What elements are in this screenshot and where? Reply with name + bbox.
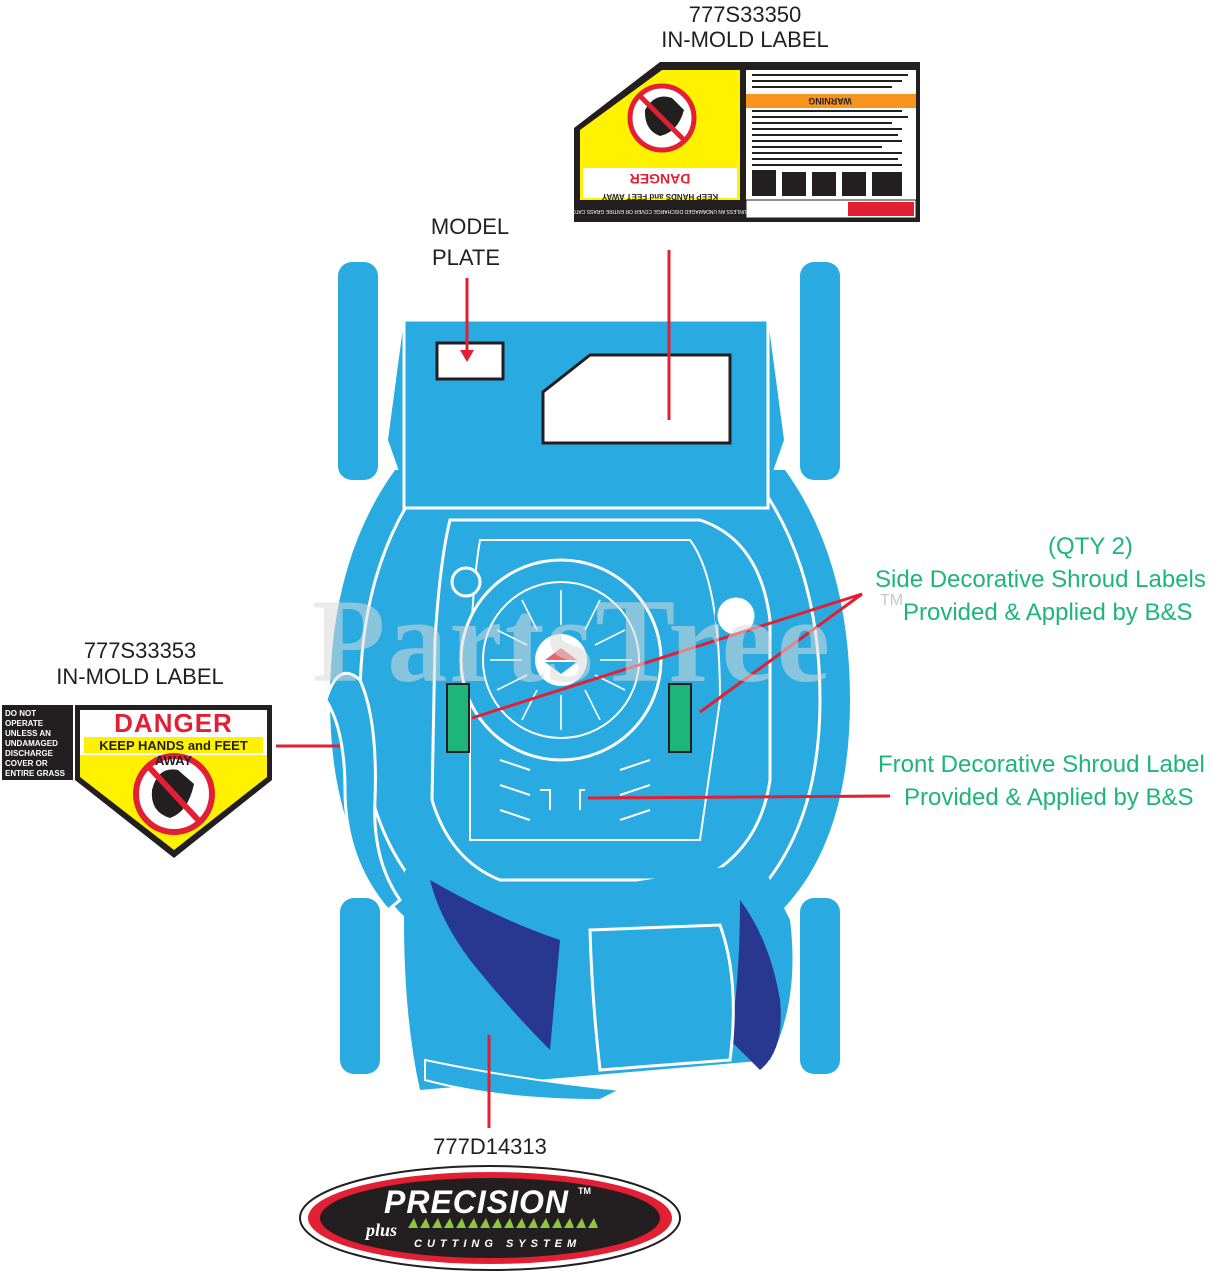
front-cover-dark-left bbox=[430, 880, 560, 1050]
qty-text: (QTY 2) bbox=[1048, 533, 1133, 560]
left-in-mold-label bbox=[2, 705, 272, 858]
oil-cap bbox=[714, 594, 758, 638]
front-label-line2: Provided & Applied by B&S bbox=[904, 784, 1194, 811]
model-plate-line2: PLATE bbox=[431, 245, 501, 270]
logo-plus: plus bbox=[366, 1220, 398, 1240]
svg-text:DO NOT OPERATE UNLESS AN UNDAM: DO NOT OPERATE UNLESS AN UNDAMAGED DISCH… bbox=[530, 208, 792, 214]
logo-brand: PRECISION bbox=[384, 1184, 570, 1220]
svg-text:WARNING: WARNING bbox=[808, 96, 852, 106]
front-cover-dark-right bbox=[730, 900, 781, 1070]
left-side-shroud-label bbox=[446, 683, 470, 753]
side-label-line2: Provided & Applied by B&S bbox=[903, 599, 1193, 626]
label-window bbox=[541, 353, 732, 445]
left-label-part-number: 777S33353 bbox=[83, 638, 197, 663]
front-right-wheel bbox=[800, 898, 840, 1074]
watermark: PartsTree bbox=[312, 574, 832, 707]
handle-grip bbox=[324, 671, 403, 913]
rear-right-wheel bbox=[800, 262, 840, 480]
top-label-type: IN-MOLD LABEL bbox=[661, 27, 829, 52]
side-label-line1: Side Decorative Shroud Labels bbox=[875, 566, 1206, 593]
danger-label-title: DANGER bbox=[114, 708, 233, 738]
front-label-line1: Front Decorative Shroud Label bbox=[878, 751, 1205, 778]
svg-text:KEEP HANDS and FEET AWAY: KEEP HANDS and FEET AWAY bbox=[601, 192, 718, 201]
top-in-mold-label: DANGER KEEP HANDS and FEET AWAY WARNING … bbox=[530, 62, 920, 222]
svg-text:DANGER: DANGER bbox=[630, 171, 691, 187]
logo-system: CUTTING SYSTEM bbox=[414, 1238, 582, 1250]
front-left-wheel bbox=[340, 898, 380, 1074]
logo-tm: TM bbox=[578, 1186, 591, 1196]
rear-left-wheel bbox=[338, 262, 378, 480]
primer-bulb bbox=[450, 566, 482, 598]
model-plate-box bbox=[435, 341, 505, 381]
top-label-part-number: 777S33350 bbox=[688, 2, 802, 27]
front-cover-panel bbox=[588, 923, 735, 1072]
watermark-tm: TM bbox=[880, 592, 904, 609]
model-plate-line1: MODEL bbox=[430, 214, 510, 239]
danger-label-side-text: DO NOT OPERATE UNLESS AN UNDAMAGED DISCH… bbox=[5, 709, 66, 798]
danger-label-subtitle: KEEP HANDS and FEET AWAY bbox=[99, 738, 248, 768]
left-label-type: IN-MOLD LABEL bbox=[56, 664, 224, 689]
precision-plus-logo bbox=[299, 1165, 681, 1271]
right-side-shroud-label bbox=[668, 683, 692, 753]
callout-lines bbox=[276, 250, 891, 1128]
bottom-part-number: 777D14313 bbox=[433, 1134, 547, 1159]
